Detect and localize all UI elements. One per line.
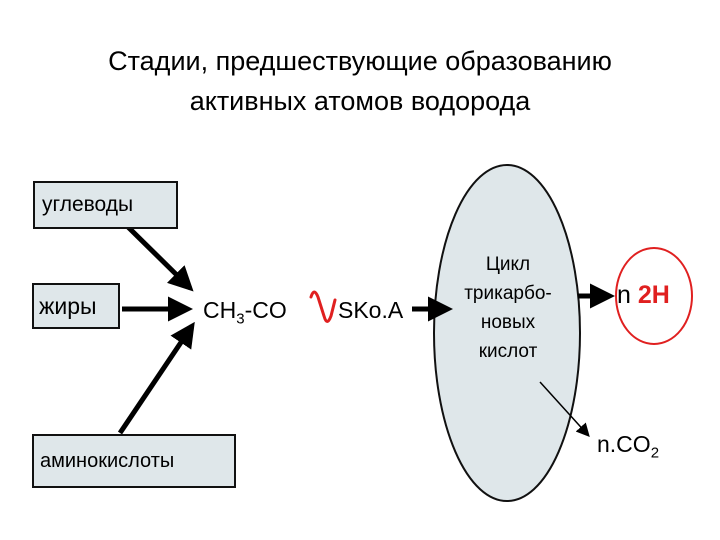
arrow-cycle-to-co2 [539, 381, 590, 438]
acetyl-right: SKo.A [338, 297, 404, 323]
arrow-carbs-to-acetyl [123, 222, 194, 292]
fats-box: жиры [32, 283, 120, 329]
aminoacids-label: аминокислоты [40, 449, 175, 472]
title-line-1: Стадии, предшествующие образованию [108, 46, 612, 76]
co2-main: n.CO [597, 431, 651, 457]
high-energy-bond-icon [309, 290, 337, 323]
fats-label: жиры [39, 292, 97, 319]
acetyl-co: -CO [244, 297, 287, 323]
acetyl-subscript: 3 [236, 310, 245, 328]
hydrogen-n: n [617, 281, 631, 309]
cycle-line-1: Цикл [485, 254, 531, 275]
hydrogen-product: n 2H [617, 281, 670, 310]
co2-subscript: 2 [650, 444, 660, 462]
title-line-2: активных атомов водорода [189, 86, 531, 116]
co2-product: n.CO2 [597, 431, 659, 462]
arrow-aminoacids-to-acetyl [117, 321, 195, 435]
acetyl-left: CH3-CO [203, 297, 287, 328]
aminoacids-box: аминокислоты [32, 434, 236, 488]
cycle-line-2: трикарбо- [464, 283, 552, 304]
acetyl-ch: CH [203, 297, 237, 323]
cycle-line-4: кислот [478, 341, 538, 362]
carbs-label: углеводы [42, 193, 134, 216]
tca-cycle-label: Цикл трикарбо- новых кислот [438, 250, 578, 366]
hydrogen-circle [615, 247, 693, 345]
hydrogen-2h: 2H [637, 281, 670, 309]
tca-cycle-ellipse [433, 164, 581, 502]
cycle-line-3: новых [480, 312, 536, 333]
carbs-box: углеводы [33, 181, 178, 229]
